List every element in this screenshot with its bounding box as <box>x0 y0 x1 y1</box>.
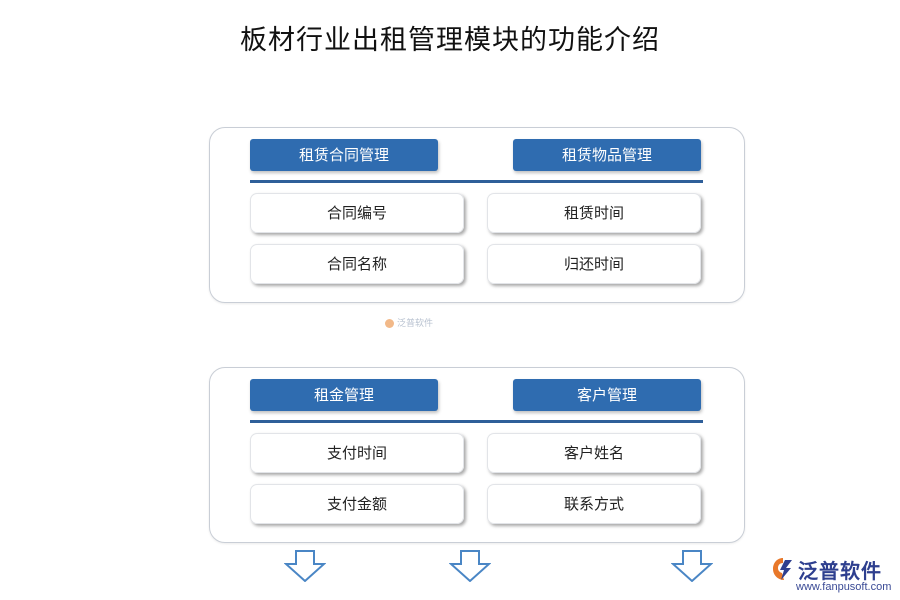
logo-text: 泛普软件 <box>798 559 882 583</box>
rent-and-customer-panel: 租金管理 客户管理 支付时间 客户姓名 支付金额 联系方式 <box>209 367 745 543</box>
header-lease-contract: 租赁合同管理 <box>250 139 438 171</box>
down-arrow-icon <box>284 550 326 582</box>
page-title: 板材行业出租管理模块的功能介绍 <box>240 25 660 56</box>
logo-url: www.fanpusoft.com <box>796 581 892 593</box>
item-lease-time: 租赁时间 <box>487 193 701 233</box>
brand-logo: 泛普软件 www.fanpusoft.com <box>770 555 895 595</box>
item-contact-info: 联系方式 <box>487 484 701 524</box>
header-leased-goods: 租赁物品管理 <box>513 139 701 171</box>
item-payment-amount: 支付金额 <box>250 484 464 524</box>
item-contract-name: 合同名称 <box>250 244 464 284</box>
item-contract-number: 合同编号 <box>250 193 464 233</box>
watermark: 泛普软件 <box>385 316 433 329</box>
item-customer-name: 客户姓名 <box>487 433 701 473</box>
down-arrow-icon <box>671 550 713 582</box>
item-payment-time: 支付时间 <box>250 433 464 473</box>
down-arrow-icon <box>449 550 491 582</box>
fanpu-logo-icon <box>773 558 792 580</box>
header-rent-management: 租金管理 <box>250 379 438 411</box>
item-return-time: 归还时间 <box>487 244 701 284</box>
divider-line <box>250 180 703 183</box>
header-customer-management: 客户管理 <box>513 379 701 411</box>
divider-line <box>250 420 703 423</box>
watermark-logo-icon <box>385 319 394 328</box>
contract-and-goods-panel: 租赁合同管理 租赁物品管理 合同编号 租赁时间 合同名称 归还时间 <box>209 127 745 303</box>
